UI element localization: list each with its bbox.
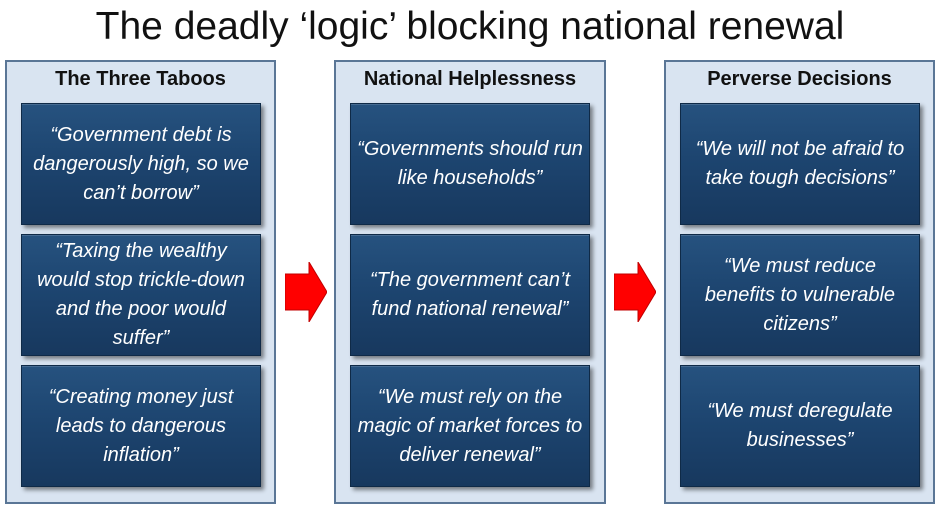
right-arrow-icon xyxy=(285,262,327,322)
diagram-title: The deadly ‘logic’ blocking national ren… xyxy=(95,5,845,48)
quote-box: “Taxing the wealthy would stop trickle-d… xyxy=(21,234,261,356)
column-heading: The Three Taboos xyxy=(55,68,226,90)
quote-box: “We will not be afraid to take tough dec… xyxy=(680,103,920,225)
column-three-taboos: The Three Taboos “Government debt is dan… xyxy=(5,60,276,504)
quote-box: “We must deregulate businesses” xyxy=(680,365,920,487)
quote-box: “Governments should run like households” xyxy=(350,103,590,225)
quote-box: “We must reduce benefits to vulnerable c… xyxy=(680,234,920,356)
quote-box: “Government debt is dangerously high, so… xyxy=(21,103,261,225)
quote-box: “The government can’t fund national rene… xyxy=(350,234,590,356)
column-heading: National Helplessness xyxy=(363,68,577,90)
column-national-helplessness: National Helplessness “Governments shoul… xyxy=(334,60,606,504)
right-arrow-icon xyxy=(614,262,656,322)
quote-box: “Creating money just leads to dangerous … xyxy=(21,365,261,487)
column-perverse-decisions: Perverse Decisions “We will not be afrai… xyxy=(664,60,935,504)
column-heading: Perverse Decisions xyxy=(707,68,892,90)
quote-box: “We must rely on the magic of market for… xyxy=(350,365,590,487)
